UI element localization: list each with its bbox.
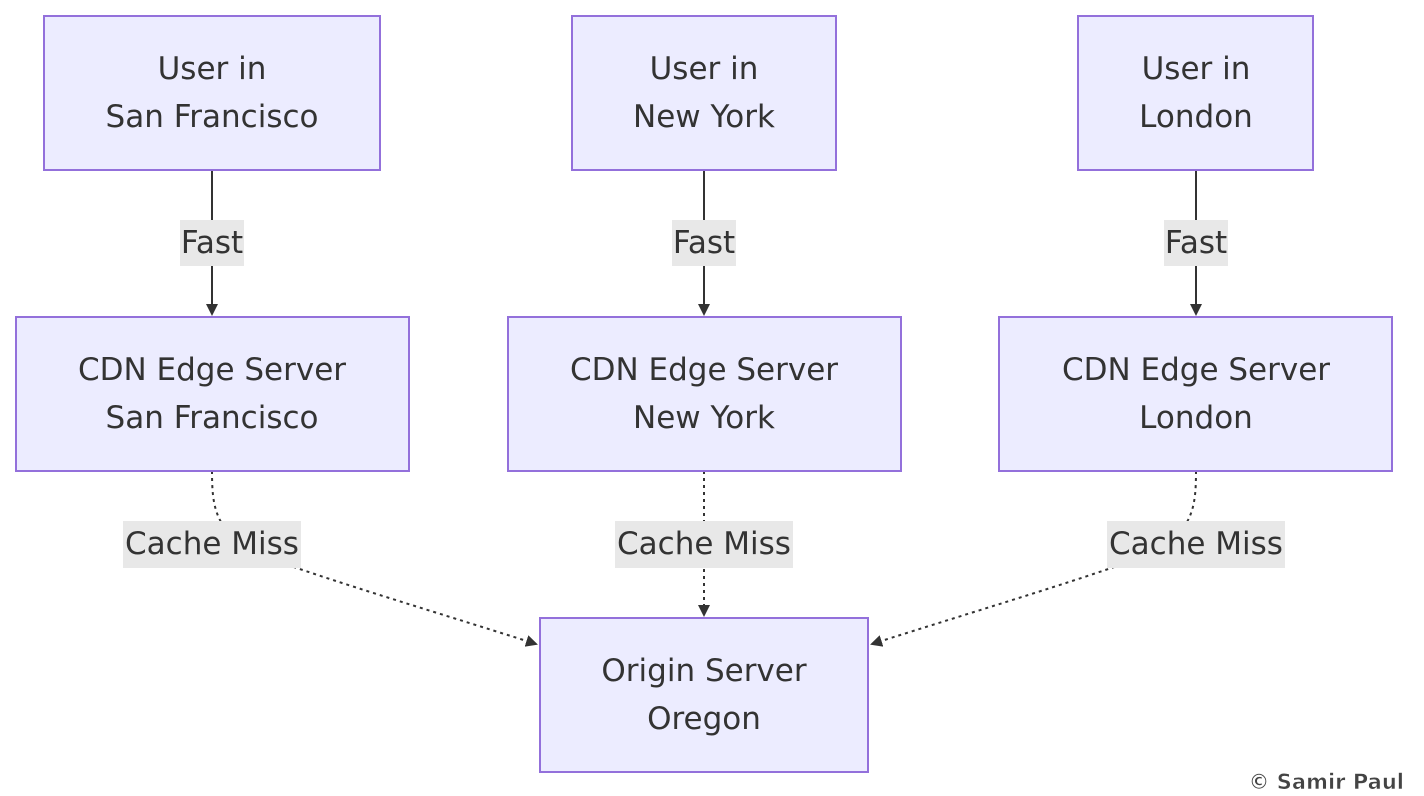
edge-label-cache-miss-ny: Cache Miss (615, 521, 793, 568)
node-user-san-francisco[interactable]: User in San Francisco (43, 15, 381, 171)
node-label-line2: London (1139, 400, 1253, 436)
node-label-line2: San Francisco (106, 400, 319, 436)
credit-text: © Samir Paul (1248, 770, 1404, 794)
node-label-line1: CDN Edge Server (1062, 352, 1330, 388)
edge-label-text: Cache Miss (617, 526, 791, 562)
node-label-line2: London (1139, 99, 1253, 135)
node-label-line1: Origin Server (601, 653, 806, 689)
node-cdn-san-francisco[interactable]: CDN Edge Server San Francisco (15, 316, 410, 472)
node-user-new-york[interactable]: User in New York (571, 15, 837, 171)
edge-label-text: Cache Miss (125, 526, 299, 562)
edge-label-cache-miss-ld: Cache Miss (1107, 521, 1285, 568)
node-label-line2: San Francisco (106, 99, 319, 135)
node-label-line1: CDN Edge Server (570, 352, 838, 388)
node-origin-server[interactable]: Origin Server Oregon (539, 617, 869, 773)
edge-label-fast-ld: Fast (1164, 220, 1228, 266)
edge-label-text: Fast (673, 225, 735, 261)
node-label-line2: New York (633, 400, 775, 436)
node-label-line1: CDN Edge Server (78, 352, 346, 388)
edge-label-fast-sf: Fast (180, 220, 244, 266)
node-label-line1: User in (650, 51, 759, 87)
node-user-london[interactable]: User in London (1077, 15, 1314, 171)
node-cdn-new-york[interactable]: CDN Edge Server New York (507, 316, 902, 472)
node-cdn-london[interactable]: CDN Edge Server London (998, 316, 1393, 472)
edge-label-cache-miss-sf: Cache Miss (123, 521, 301, 568)
node-label-line2: Oregon (647, 701, 761, 737)
edge-label-text: Fast (1165, 225, 1227, 261)
node-label-line1: User in (1142, 51, 1251, 87)
edge-label-fast-ny: Fast (672, 220, 736, 266)
edge-label-text: Cache Miss (1109, 526, 1283, 562)
node-label-line1: User in (158, 51, 267, 87)
node-label-line2: New York (633, 99, 775, 135)
edge-label-text: Fast (181, 225, 243, 261)
